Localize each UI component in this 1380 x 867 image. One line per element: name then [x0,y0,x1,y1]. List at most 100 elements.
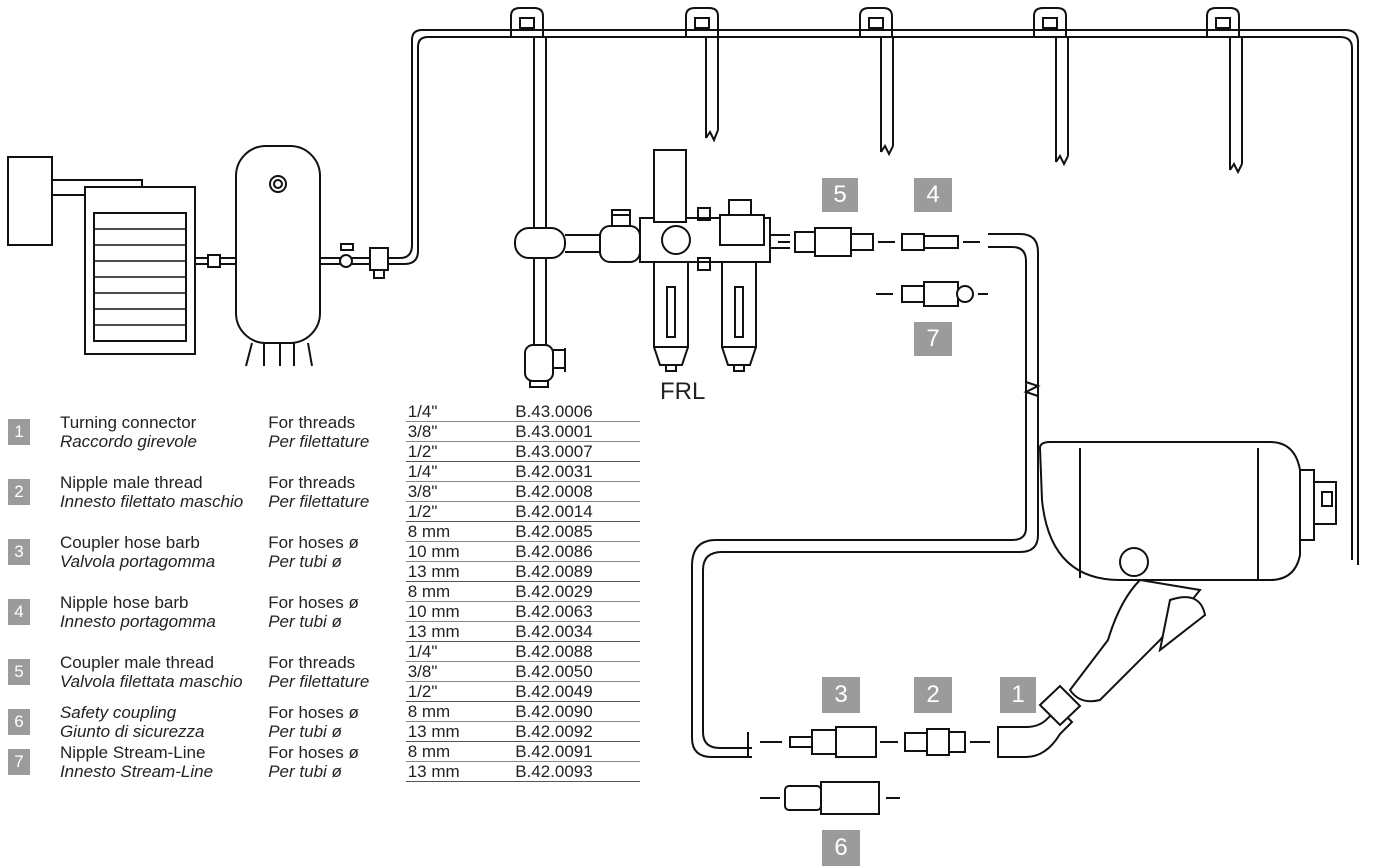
item-name-en: Nipple hose barb [59,592,189,612]
drop-pipes [533,37,1243,345]
item-number-badge: 2 [8,478,30,505]
item-type-en: For hoses ø [268,592,359,612]
item-number-cell: 2 [0,462,60,522]
size-cell: 3/8" [405,421,504,443]
fitting-1 [997,684,1082,758]
badge-3: 3 [822,677,860,713]
fitting-6 [760,781,900,815]
code-cell: B.43.0001 [503,421,640,443]
item-type-en: For threads [268,412,356,432]
item-type-en: For threads [268,652,356,672]
impact-wrench [1038,441,1337,703]
item-type-en: For hoses ø [268,742,359,762]
size-cell: 3/8" [405,481,504,503]
item-number-badge: 6 [8,708,30,735]
badge-7: 7 [914,322,952,356]
item-name-en: Turning connector [59,412,197,432]
size-cell: 10 mm [405,601,504,623]
badge-2: 2 [914,677,952,713]
item-number-cell: 7 [0,742,60,782]
code-cell: B.42.0031 [503,461,640,483]
fitting-4 [901,233,980,251]
code-cell: B.42.0088 [503,641,640,663]
item-type-it: Per tubi ø [268,721,342,741]
item-type-it: Per tubi ø [268,551,342,571]
table-row: 3/8"B.42.0008 [0,481,640,503]
item-name-it: Raccordo girevole [59,431,197,451]
tank-valve [339,254,353,268]
badge-1: 1 [1000,677,1036,713]
item-name-en: Safety coupling [59,702,177,722]
size-cell: 1/2" [405,681,504,703]
item-type-en: For hoses ø [268,702,359,722]
item-name-it: Innesto Stream-Line [59,761,214,781]
item-name-it: Giunto di sicurezza [59,721,205,741]
item-name-it: Innesto portagomma [59,611,216,631]
code-cell: B.42.0091 [503,741,640,763]
size-cell: 1/4" [405,641,504,663]
motor-box [7,156,53,246]
branch-valve [599,225,641,263]
fitting-2 [904,728,990,756]
size-cell: 8 mm [405,521,504,543]
size-cell: 13 mm [405,621,504,643]
code-cell: B.42.0090 [503,701,640,723]
fitting-7 [876,281,988,307]
code-cell: B.42.0086 [503,541,640,563]
item-type-it: Per filettature [268,491,370,511]
item-name-it: Valvola filettata maschio [59,671,243,691]
code-cell: B.42.0085 [503,521,640,543]
code-cell: B.43.0006 [503,402,640,423]
table-row: 1/2"B.43.0007 [0,441,640,463]
item-number-badge: 5 [8,658,30,685]
pipe-hangers [510,7,1240,36]
tank-legs [245,342,313,367]
badge-4: 4 [914,178,952,212]
size-cell: 13 mm [405,561,504,583]
item-number-badge: 4 [8,598,30,625]
item-type-it: Per tubi ø [268,611,342,631]
item-name-it: Innesto filettato maschio [59,491,244,511]
item-number-badge: 7 [8,748,30,775]
item-name-it: Valvola portagomma [59,551,216,571]
code-cell: B.42.0034 [503,621,640,643]
item-number-cell: 5 [0,642,60,702]
item-type-it: Per tubi ø [268,761,342,781]
code-cell: B.42.0029 [503,581,640,603]
item-type-it: Per filettature [268,671,370,691]
code-cell: B.42.0014 [503,501,640,523]
item-type-en: For threads [268,472,356,492]
code-cell: B.42.0063 [503,601,640,623]
size-cell: 8 mm [405,701,504,723]
size-cell: 8 mm [405,581,504,603]
table-row: 3/8"B.43.0001 [0,421,640,443]
size-cell: 3/8" [405,661,504,683]
size-cell: 8 mm [405,741,504,763]
code-cell: B.42.0089 [503,561,640,583]
item-name-en: Coupler male thread [59,652,214,672]
code-cell: B.42.0092 [503,721,640,743]
fitting-5 [778,227,895,257]
size-cell: 13 mm [405,721,504,743]
code-cell: B.43.0007 [503,441,640,463]
table-row: 3/8"B.42.0050 [0,661,640,683]
frl-label: FRL [660,378,706,405]
item-type-en: For hoses ø [268,532,359,552]
code-cell: B.42.0093 [503,761,640,783]
